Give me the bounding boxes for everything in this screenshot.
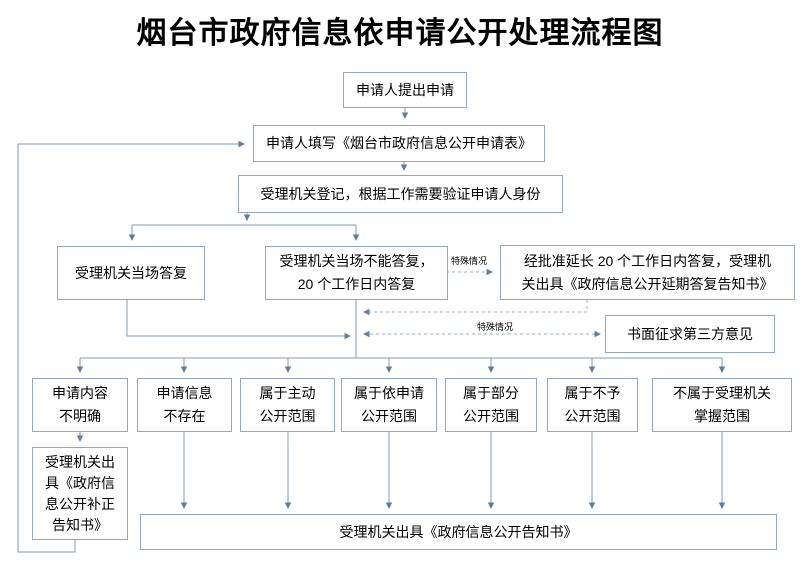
node-fill-application-form: 申请人填写《烟台市政府信息公开申请表》 (253, 125, 545, 162)
node-text: 申请信息 (156, 385, 213, 401)
node-text: 经批准延长 20 个工作日内答复，受理机 (523, 252, 772, 269)
node-text: 公开范围 (259, 408, 316, 424)
node-text: 息公开补正 (45, 495, 115, 512)
node-text: 书面征求第三方意见 (627, 325, 753, 342)
node-third-party-opinion: 书面征求第三方意见 (605, 315, 775, 353)
node-text: 申请内容 (52, 385, 108, 401)
node-text: 不存在 (163, 408, 206, 424)
node-extended-reply-notice: 经批准延长 20 个工作日内答复，受理机 关出具《政府信息公开延期答复告知书》 (500, 245, 795, 300)
node-text: 属于不予 (564, 385, 621, 401)
node-correction-notice: 受理机关出 具《政府信 息公开补正 告知书》 (32, 447, 128, 540)
node-text: 公开范围 (463, 408, 519, 424)
page-title: 烟台市政府信息依申请公开处理流程图 (136, 17, 664, 50)
special-case-label-bottom: 特殊情况 (476, 322, 513, 332)
node-text: 受理机关登记，根据工作需要验证申请人身份 (260, 185, 541, 202)
node-text: 申请人填写《烟台市政府信息公开申请表》 (266, 135, 532, 151)
node-text: 公开范围 (564, 408, 621, 424)
node-text: 掌握范围 (694, 408, 750, 424)
node-text: 具《政府信 (45, 474, 115, 491)
node-text: 属于部分 (463, 385, 519, 401)
node-category-not-held-by-agency: 不属于受理机关 掌握范围 (652, 378, 792, 432)
node-text: 不属于受理机关 (673, 385, 771, 401)
node-text: 告知书》 (52, 516, 108, 533)
node-onsite-reply: 受理机关当场答复 (57, 246, 205, 300)
node-text: 受理机关出 (45, 453, 115, 470)
node-text: 20 个工作日内答复 (297, 276, 416, 292)
node-register-verify-identity: 受理机关登记，根据工作需要验证申请人身份 (238, 175, 563, 213)
node-text: 关出具《政府信息公开延期答复告知书》 (521, 275, 774, 292)
node-text: 公开范围 (361, 408, 417, 424)
node-category-info-not-exist: 申请信息 不存在 (137, 378, 232, 432)
node-reply-within-20-days: 受理机关当场不能答复， 20 个工作日内答复 (265, 246, 448, 300)
special-case-label-right: 特殊情况 (450, 256, 487, 266)
node-text: 属于依申请 (354, 385, 424, 401)
node-text: 属于主动 (259, 385, 316, 401)
node-text: 申请人提出申请 (356, 81, 454, 98)
node-category-proactive-disclosure: 属于主动 公开范围 (240, 378, 335, 432)
node-final-disclosure-notice: 受理机关出具《政府信息公开告知书》 (140, 514, 777, 550)
node-category-partial-disclosure: 属于部分 公开范围 (445, 378, 537, 432)
node-submit-application: 申请人提出申请 (343, 72, 467, 108)
node-category-disclosure-on-request: 属于依申请 公开范围 (341, 378, 437, 432)
node-category-content-unclear: 申请内容 不明确 (32, 378, 128, 432)
node-category-non-disclosure: 属于不予 公开范围 (547, 378, 638, 432)
node-text: 受理机关当场答复 (75, 264, 187, 281)
node-text: 受理机关出具《政府信息公开告知书》 (339, 523, 578, 540)
node-text: 不明确 (59, 408, 101, 424)
node-text: 受理机关当场不能答复， (279, 253, 434, 269)
